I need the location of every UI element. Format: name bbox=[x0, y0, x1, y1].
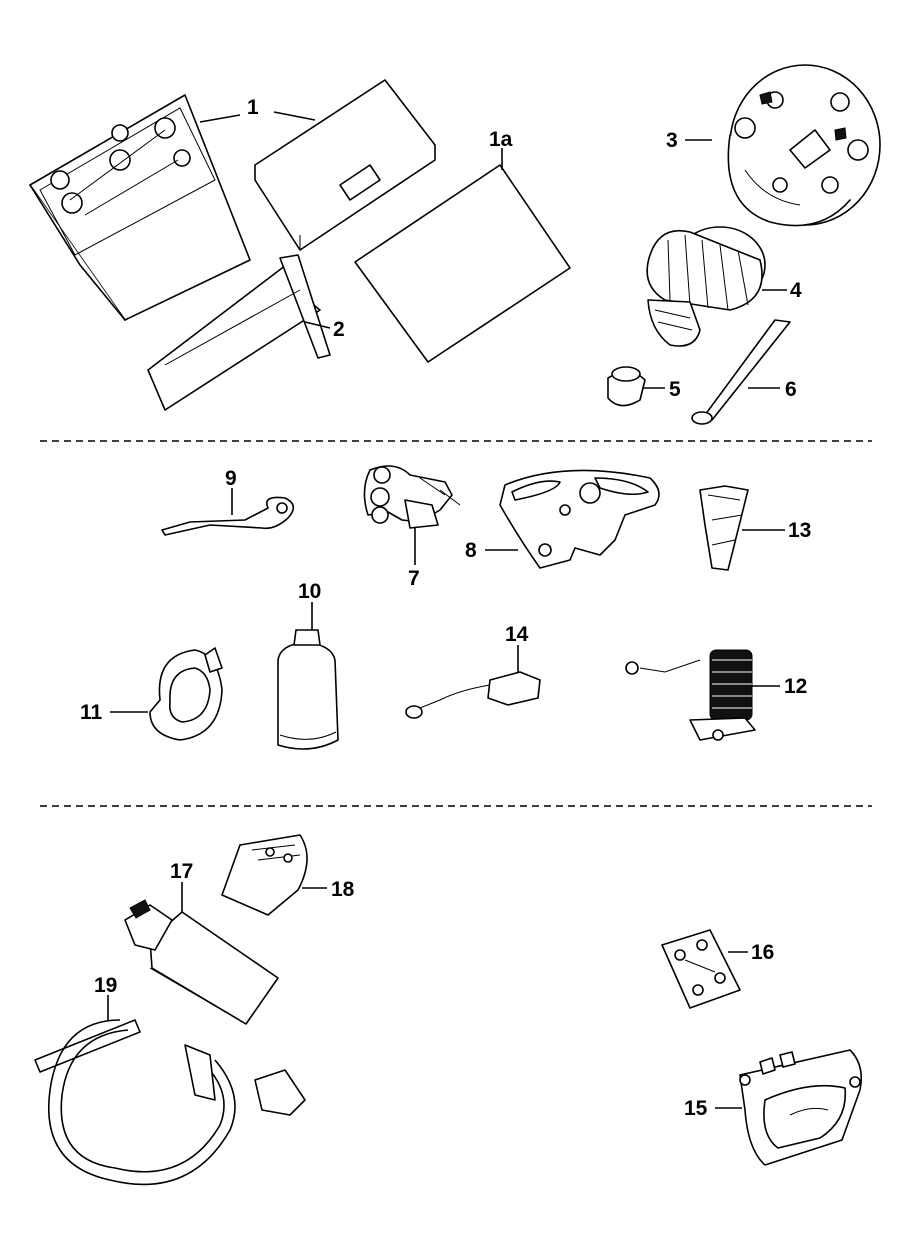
terminal-block bbox=[661, 929, 741, 1009]
callout-7: 7 bbox=[408, 567, 420, 590]
ignition-coil bbox=[124, 899, 279, 1025]
callout-2: 2 bbox=[333, 318, 345, 341]
bottle bbox=[277, 629, 339, 750]
contact-breaker bbox=[363, 465, 461, 529]
leader-lines bbox=[107, 111, 787, 1109]
breaker-plate bbox=[499, 469, 660, 569]
callout-1a: 1a bbox=[489, 128, 513, 151]
bushing bbox=[607, 366, 646, 407]
callout-16: 16 bbox=[751, 941, 774, 964]
callout-11: 11 bbox=[80, 701, 103, 724]
capacitor bbox=[405, 671, 541, 719]
callout-18: 18 bbox=[331, 878, 355, 901]
callout-9: 9 bbox=[225, 467, 237, 490]
field-coil bbox=[625, 649, 756, 741]
callouts: 1 1a 2 3 4 5 6 9 7 8 13 10 11 14 12 17 1… bbox=[80, 96, 811, 1120]
callout-13: 13 bbox=[788, 519, 811, 542]
regulator bbox=[739, 1049, 863, 1166]
callout-10: 10 bbox=[298, 580, 321, 603]
coil-cap bbox=[221, 834, 308, 916]
through-bolt bbox=[691, 319, 791, 425]
callout-17: 17 bbox=[170, 860, 193, 883]
end-housing bbox=[727, 64, 881, 227]
spring-lead bbox=[161, 496, 295, 536]
callout-4: 4 bbox=[790, 279, 802, 302]
callout-3: 3 bbox=[666, 129, 678, 152]
battery-cover bbox=[254, 79, 436, 251]
callout-6: 6 bbox=[785, 378, 797, 401]
callout-8: 8 bbox=[465, 539, 477, 562]
callout-14: 14 bbox=[505, 623, 529, 646]
callout-15: 15 bbox=[684, 1097, 708, 1120]
callout-12: 12 bbox=[784, 675, 807, 698]
battery bbox=[29, 94, 251, 321]
armature bbox=[646, 226, 766, 347]
callout-5: 5 bbox=[669, 378, 681, 401]
brush bbox=[699, 485, 749, 571]
callout-1: 1 bbox=[247, 96, 259, 119]
battery-strap bbox=[147, 254, 331, 411]
p-clip bbox=[149, 647, 223, 741]
battery-sheet bbox=[354, 164, 571, 363]
callout-19: 19 bbox=[94, 974, 117, 997]
ht-lead bbox=[34, 1019, 306, 1186]
